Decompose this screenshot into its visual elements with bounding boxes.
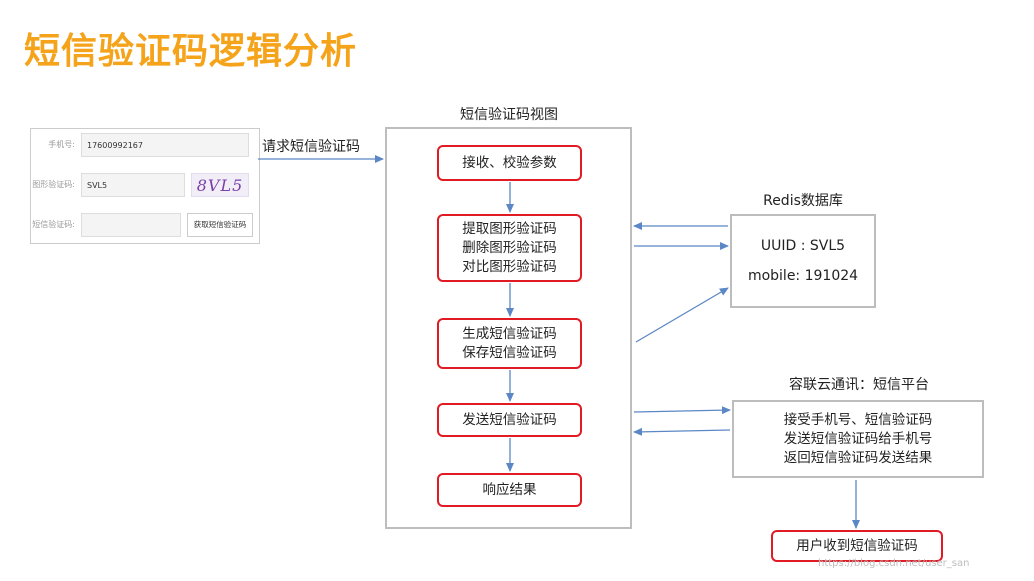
step-response: 响应结果: [437, 473, 582, 507]
captcha-image[interactable]: 8VL5: [191, 173, 249, 197]
platform-line: 返回短信验证码发送结果: [783, 449, 933, 466]
sms-code-label: 短信验证码:: [32, 220, 75, 229]
platform-line: 发送短信验证码给手机号: [783, 430, 933, 447]
user-receives-box: 用户收到短信验证码: [771, 530, 943, 562]
image-code-label: 图形验证码:: [32, 180, 75, 189]
step-line: 接收、校验参数: [462, 154, 557, 171]
step-send-sms: 发送短信验证码: [437, 403, 582, 437]
sms-code-input[interactable]: [81, 213, 181, 237]
step-line: 生成短信验证码: [462, 325, 557, 342]
redis-line: mobile: 191024: [747, 268, 859, 284]
page-title: 短信验证码逻辑分析: [24, 31, 358, 72]
step-line: 响应结果: [482, 481, 537, 498]
platform-line: 接受手机号、短信验证码: [783, 411, 933, 428]
image-code-row: 图形验证码: SVL5 8VL5: [31, 173, 259, 199]
sms-form-screenshot: 手机号: 17600992167 图形验证码: SVL5 8VL5 短信验证码:…: [30, 128, 260, 244]
redis-box: UUID : SVL5 mobile: 191024: [730, 214, 876, 308]
step-line: 发送短信验证码: [462, 411, 557, 428]
user-receives-line: 用户收到短信验证码: [796, 537, 918, 554]
sms-platform-label: 容联云通讯：短信平台: [789, 377, 929, 393]
request-sms-label: 请求短信验证码: [262, 139, 360, 155]
phone-input[interactable]: 17600992167: [81, 133, 249, 157]
arrow-platform-to-view: [633, 427, 731, 436]
redis-line: UUID : SVL5: [760, 238, 846, 254]
arrow-view-to-redis-save: [635, 287, 729, 343]
step-line: 对比图形验证码: [462, 258, 557, 275]
view-label: 短信验证码视图: [460, 107, 558, 123]
step-generate-save-sms: 生成短信验证码 保存短信验证码: [437, 318, 582, 369]
step-line: 保存短信验证码: [462, 344, 557, 361]
step-receive-validate: 接收、校验参数: [437, 145, 582, 181]
redis-label: Redis数据库: [763, 193, 843, 209]
arrow-view-to-platform: [633, 406, 731, 415]
step-line: 提取图形验证码: [462, 220, 557, 237]
phone-label: 手机号:: [48, 140, 75, 149]
step-line: 删除图形验证码: [462, 239, 557, 256]
get-sms-code-button[interactable]: 获取短信验证码: [187, 213, 253, 237]
watermark: https://blog.csdn.net/user_san: [818, 558, 970, 569]
step-image-code: 提取图形验证码 删除图形验证码 对比图形验证码: [437, 214, 582, 282]
sms-code-row: 短信验证码: 获取短信验证码: [31, 213, 259, 239]
phone-row: 手机号: 17600992167: [31, 133, 259, 159]
sms-platform-box: 接受手机号、短信验证码 发送短信验证码给手机号 返回短信验证码发送结果: [732, 400, 984, 478]
image-code-input[interactable]: SVL5: [81, 173, 185, 197]
